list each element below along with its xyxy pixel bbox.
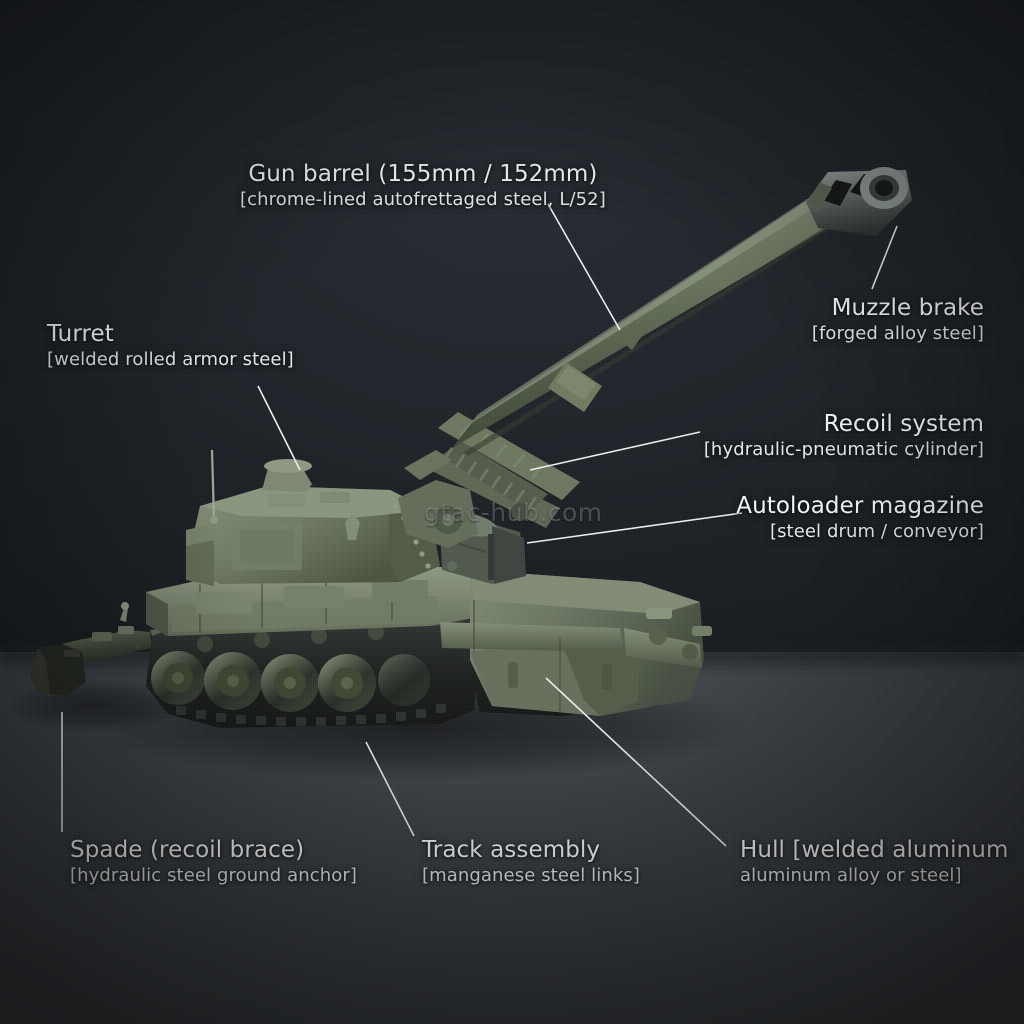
label-turret-material: [welded rolled armor steel] [47,348,294,370]
label-gun-barrel: Gun barrel (155mm / 152mm) [chrome-lined… [240,161,606,210]
label-recoil-system: Recoil system [hydraulic-pneumatic cylin… [703,411,984,460]
label-track-assembly: Track assembly [manganese steel links] [422,837,640,886]
turret-part [186,449,440,586]
label-track-assembly-title: Track assembly [422,837,601,863]
label-gun-barrel-material: [chrome-lined autofrettaged steel, L/52] [240,188,606,210]
label-hull-material: aluminum alloy or steel] [740,864,962,886]
label-track-assembly-material: [manganese steel links] [422,864,640,886]
label-recoil-system-material: [hydraulic-pneumatic cylinder] [703,438,984,460]
watermark: gtac-hub.com [424,498,603,527]
label-autoloader-magazine: Autoloader magazine [steel drum / convey… [736,493,984,542]
label-gun-barrel-title: Gun barrel (155mm / 152mm) [248,161,598,187]
label-muzzle-brake-material: [forged alloy steel] [811,322,984,344]
label-spade-title: Spade (recoil brace) [70,837,305,863]
label-turret-title: Turret [47,321,114,347]
label-hull-title: Hull [welded aluminum [740,837,1009,863]
label-autoloader-magazine-title: Autoloader magazine [736,493,984,519]
label-recoil-system-title: Recoil system [823,411,984,437]
label-spade-material: [hydraulic steel ground anchor] [70,864,357,886]
label-turret: Turret [welded rolled armor steel] [47,321,294,370]
label-muzzle-brake: Muzzle brake [forged alloy steel] [811,295,984,344]
muzzle-brake-part [806,167,912,236]
label-spade-recoil-brace: Spade (recoil brace) [hydraulic steel gr… [70,837,357,886]
label-muzzle-brake-title: Muzzle brake [831,295,984,321]
label-hull: Hull [welded aluminum aluminum alloy or … [740,837,1009,886]
label-autoloader-magazine-material: [steel drum / conveyor] [769,520,984,542]
